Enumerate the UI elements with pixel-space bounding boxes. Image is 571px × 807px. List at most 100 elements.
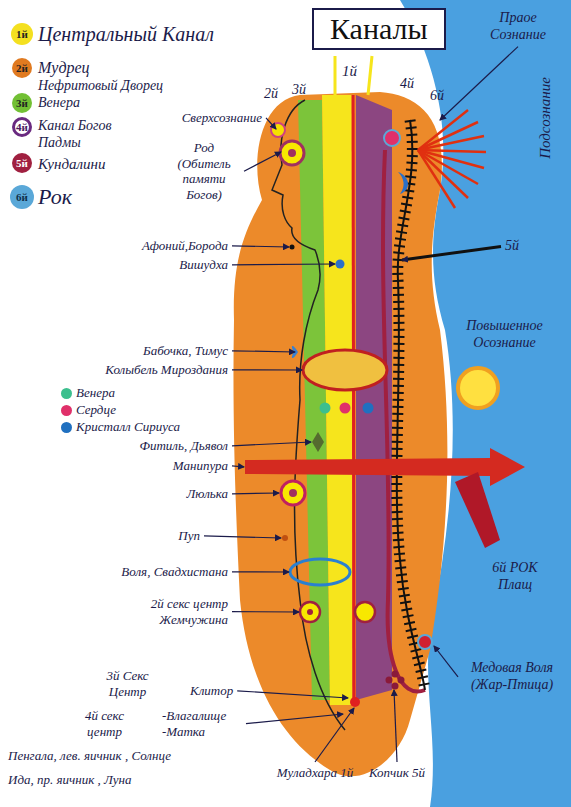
legend-text: Кристалл Сириуса [76,419,180,435]
will-ring [290,559,350,585]
leader-line [232,611,299,613]
chakra-dot [363,403,374,414]
leader-line [315,708,354,762]
chakra-pupil [307,609,313,615]
diagram-label: 1й [342,62,357,80]
leader-line [237,691,348,698]
legend-swatch [61,405,72,416]
muladhara-dot [350,697,360,707]
chakra-dot [340,403,351,414]
legend-number: 3й [10,95,34,111]
profile-line [272,100,345,730]
chakra-dot [320,403,331,414]
diagram-label: Колыбель Мироздания [105,362,228,378]
diagram-label: 4й [400,76,414,93]
diagram-label: 6й [430,88,444,105]
diagram-label: Бабочка, Тимус [143,343,228,359]
diagram-label: Сверхсознание [182,110,262,126]
legend-swatch [61,422,72,433]
chakra-eye [280,141,304,165]
cradle-oval [303,350,387,390]
chakra-pupil [288,149,296,157]
diagram-label: Подсознание [536,77,554,159]
diagram-label: Пуп [178,528,200,544]
diagram-label: Праое Сознание [478,10,558,44]
diagram-label: Пенгала, лев. яичник , Солнце [8,748,171,764]
legend-number: 5й [10,155,34,171]
leader-line [232,351,295,352]
sunburst-rays [418,110,486,208]
chakra-dot [336,260,345,269]
diagram-label: 6й РОК Плащ [480,560,550,594]
channel-band [322,95,352,705]
leader-line [204,536,281,538]
diagram-label: 5й [505,238,519,255]
wick-leaf [312,432,324,452]
leader-line [232,466,244,467]
leader-line [232,442,311,446]
diagram-label: Род (Обитель памяти Богов) [168,140,240,202]
diagram-label: 2й [264,86,278,103]
diagram-label: Фитиль, Дьявол [140,438,228,454]
diagram-label: Вишудха [179,257,228,273]
diagram-label: Люлька [187,486,229,502]
coccyx-flower [386,671,405,690]
diagram-label: Ида, пр. яичник , Луна [8,772,132,788]
diagram-label: 2й секс центр Жемчужина [118,596,228,627]
legend-number: 6й [10,189,34,205]
red-arrow [245,448,525,486]
channel-ray [335,56,372,95]
legend-text: Нефритовый Дворец Венера [38,78,188,112]
leader-line [232,369,302,370]
leader-line [434,646,458,677]
diagram-label: 4й секс центр [72,708,137,739]
cloak-shape [455,472,500,548]
spine-line [397,120,425,690]
chakra-dot [384,130,400,146]
diagram-label: 3й [292,82,306,99]
leader-line [244,152,281,171]
title-box: Каналы [312,8,446,50]
diagram-label: Повышенное Осознание [452,318,557,352]
leader-line [232,492,279,494]
chakra-eye [281,481,305,505]
pearl-center [355,602,375,622]
diagram-label: Манипура [173,458,228,474]
legend-number: 4й [10,119,34,135]
legend-number: 1й [10,26,34,42]
leader-line [246,714,343,724]
leader-line [394,690,397,762]
navel-dot [282,535,288,541]
diagram-label: Воля, Свадхистана [121,564,228,580]
chakra-pupil [289,489,297,497]
vertebrae [397,120,425,690]
diagram-label: Клитор [190,683,233,699]
legend-text: Кундалини [38,155,106,173]
sun [458,368,498,408]
legend-text: Рок [38,184,72,210]
point-dot [290,245,295,250]
diagram-label: -Влагалище -Матка [162,708,242,739]
legend-text: Сердце [76,402,116,418]
honey-will-dot [418,635,432,649]
pearl-center [300,602,320,622]
diagram-label: 3й Секс Центр [95,668,160,699]
legend-text: Канал Богов Падмы [38,118,138,152]
diagram-label: Копчик 5й [368,765,426,781]
diagram-label: Муладхара 1й [275,765,355,781]
leader-line [232,571,289,572]
diagram-label: Афоний,Борода [142,238,228,254]
legend-number: 2й [10,60,34,76]
leader-line [402,246,501,260]
leader-line [232,246,289,247]
diagram-label: Медовая Воля (Жар-Птица) [462,660,562,694]
legend-text: Мудрец [38,58,90,77]
legend-text: Венера [76,385,115,401]
legend-text: Центральный Канал [38,22,214,46]
leader-line [440,47,518,120]
channel-line [353,95,354,700]
aura-body [233,92,447,776]
crescent [398,172,408,194]
leader-line [266,118,276,129]
